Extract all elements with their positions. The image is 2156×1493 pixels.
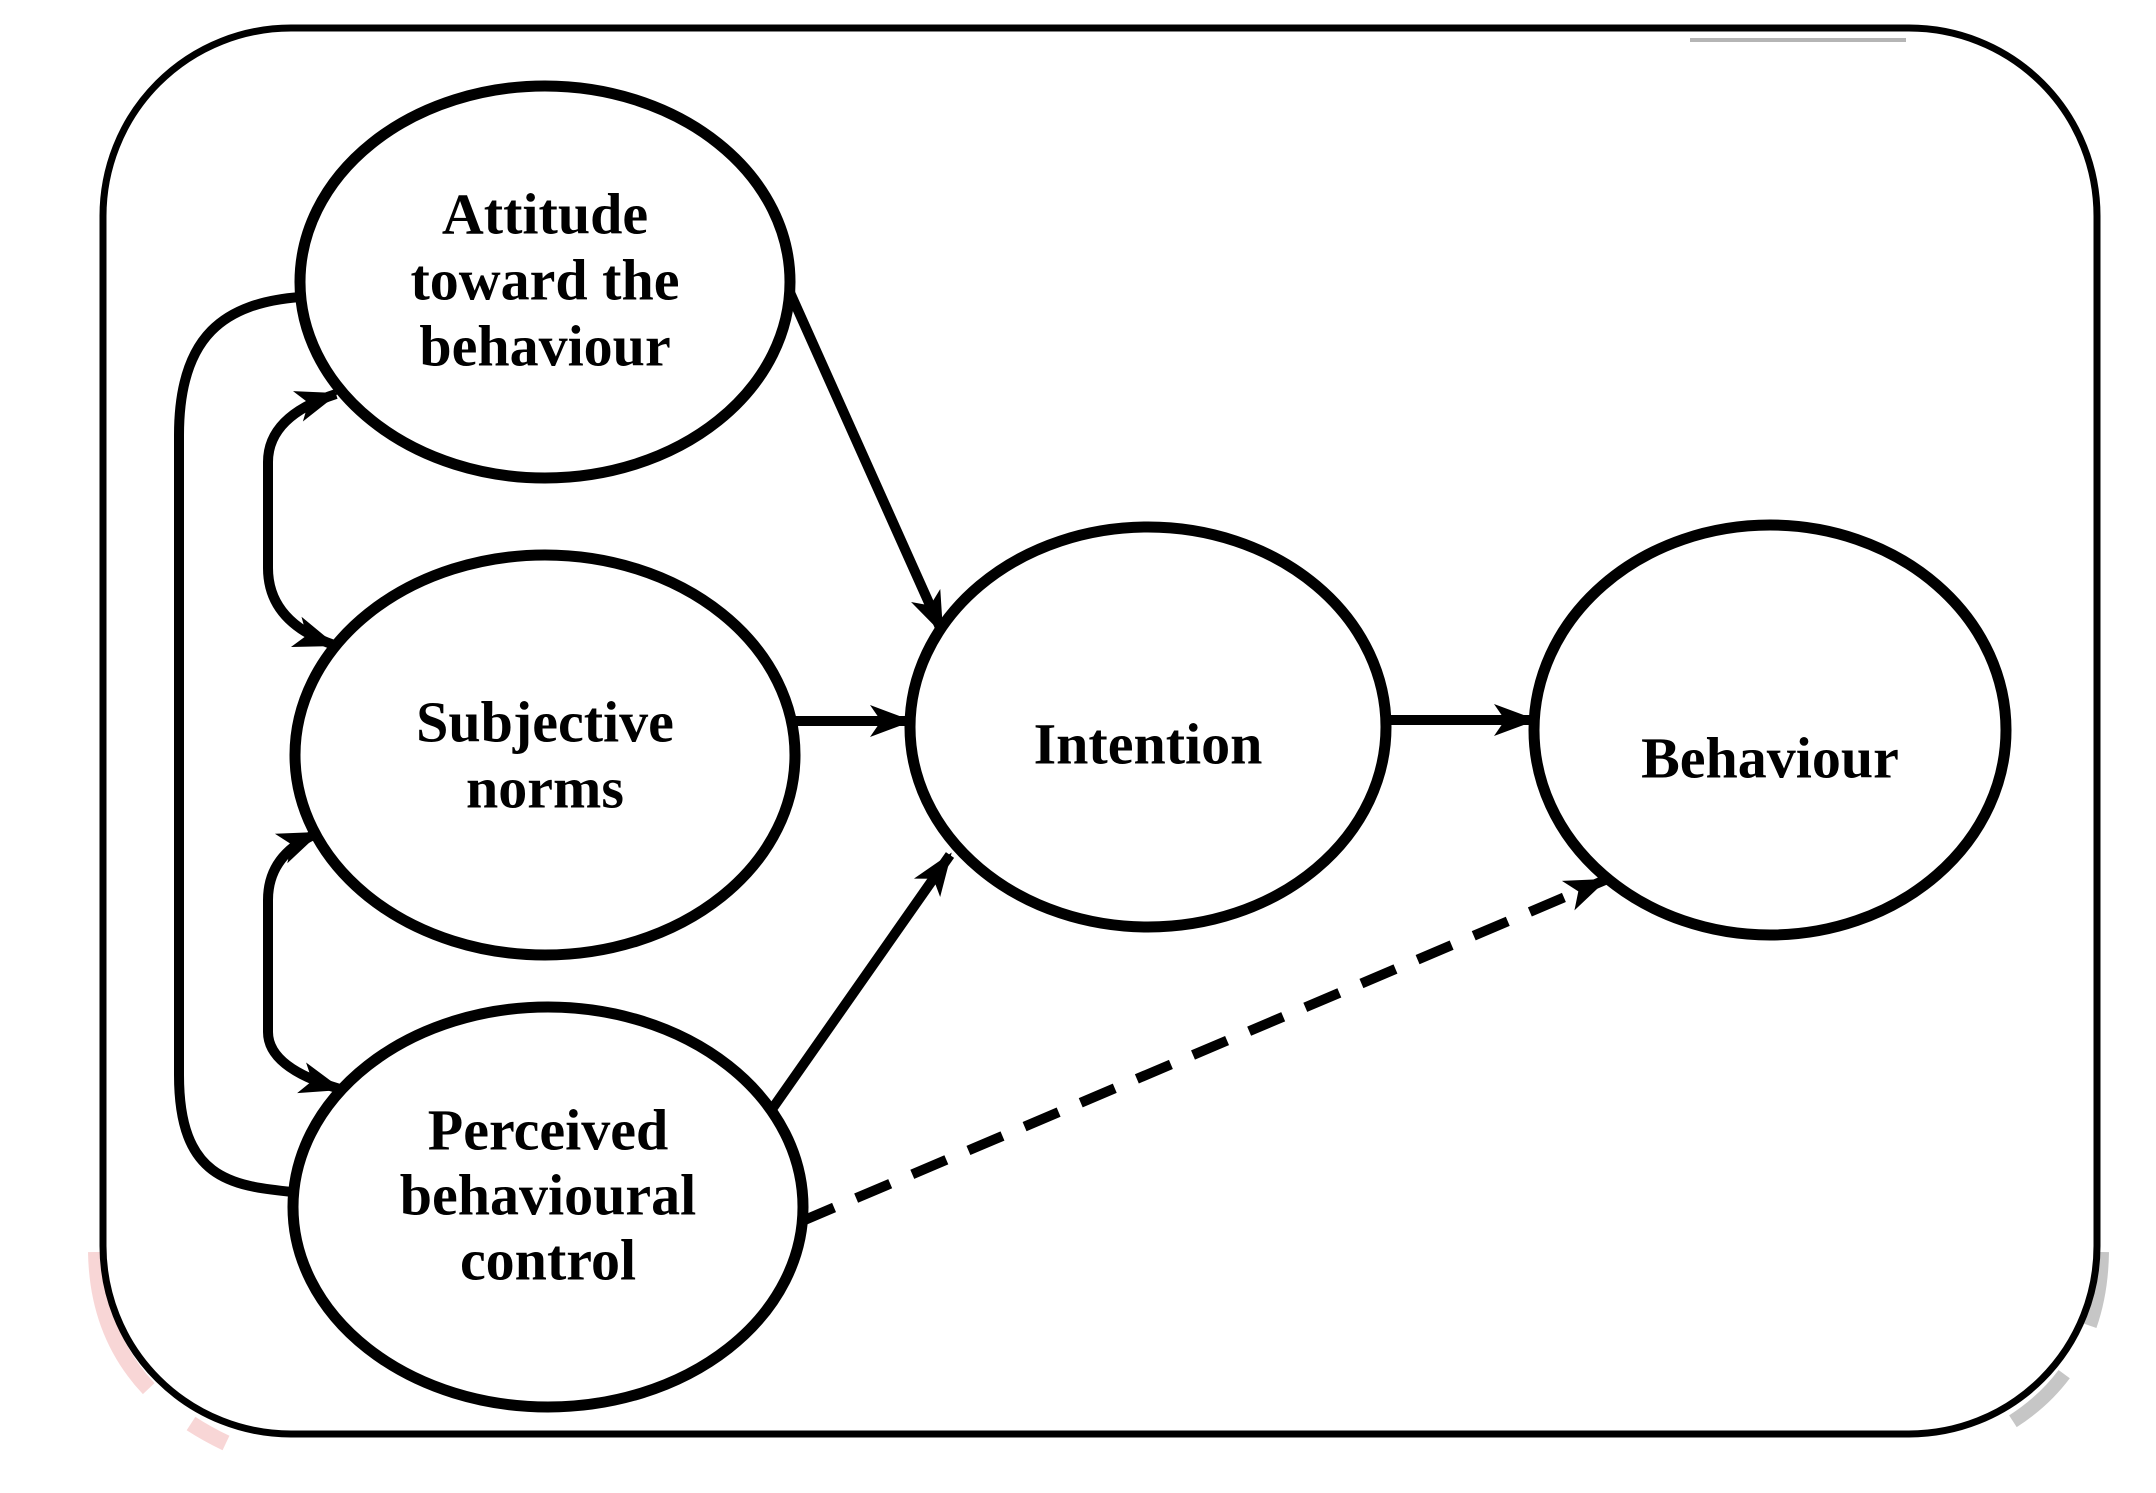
node-perceived-control-ellipse [287,1001,809,1413]
scan-artifact-gray [1963,1251,2109,1452]
node-attitude-label-line1: Attitude [442,182,648,247]
node-subjective-norms-ellipse [289,549,801,961]
node-perceived-control-label-line1: Perceived [428,1098,668,1163]
node-attitude-label-line3: behaviour [419,314,670,379]
edge-control-behaviour-dashed [798,875,1608,1227]
figure-border [99,24,2101,1438]
node-behaviour: Behaviour [1528,519,2012,941]
node-behaviour-label: Behaviour [1641,726,1899,791]
edge-attitude-norms-bracket [263,389,339,650]
node-behaviour-ellipse [1528,519,2012,941]
node-attitude: Attitude toward the behaviour [294,80,796,484]
node-intention-ellipse [904,521,1392,933]
node-intention: Intention [904,521,1392,933]
edge-attitude-control-bracket [174,292,301,1197]
edge-control-intention [765,852,955,1115]
node-perceived-control-label-line3: control [460,1228,636,1293]
scan-artifact-pink [88,1251,230,1451]
node-subjective-norms-label-line1: Subjective [416,690,674,755]
node-perceived-control-label-line2: behavioural [400,1163,697,1228]
node-intention-label: Intention [1034,712,1263,777]
node-attitude-ellipse [294,80,796,484]
node-attitude-label-line2: toward the [410,248,679,313]
edge-norms-control-bracket [263,828,343,1094]
node-subjective-norms-label-line2: norms [466,756,624,821]
node-subjective-norms: Subjective norms [289,549,801,961]
edge-attitude-intention [783,285,947,635]
node-perceived-control: Perceived behavioural control [287,1001,809,1413]
